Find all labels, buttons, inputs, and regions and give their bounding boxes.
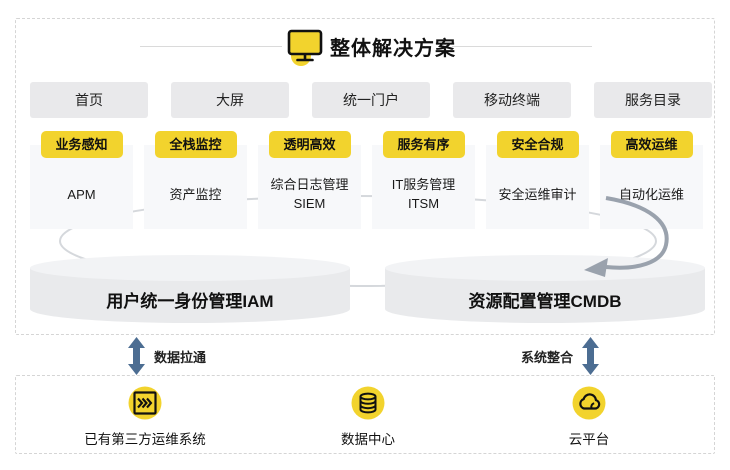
portal-tab-big-screen[interactable]: 大屏: [171, 82, 289, 118]
capability-column-apm: 业务感知 APM: [30, 131, 133, 229]
cloud-icon: [572, 386, 606, 420]
portal-tab-unified-portal[interactable]: 统一门户: [312, 82, 430, 118]
double-arrow-icon: [128, 337, 145, 375]
connector-data-link: 数据拉通: [128, 337, 206, 375]
capability-tag: 安全合规: [496, 131, 579, 158]
database-icon: [351, 386, 385, 420]
cmdb-platform-label: 资源配置管理CMDB: [468, 292, 622, 311]
capability-tag: 服务有序: [382, 131, 465, 158]
fast-forward-icon: [128, 386, 162, 420]
capability-tag: 透明高效: [268, 131, 351, 158]
monitor-icon: [287, 29, 323, 66]
page-title: 整体解决方案: [330, 38, 456, 60]
capability-label: APM: [67, 186, 96, 202]
capability-tag: 业务感知: [40, 131, 123, 158]
connector-label: 数据拉通: [154, 349, 207, 365]
double-arrow-icon: [582, 337, 600, 375]
infra-third-party-system: 已有第三方运维系统: [65, 386, 225, 448]
capability-label: 资产监控: [169, 186, 222, 202]
cylinder-top: [30, 255, 350, 281]
portal-tab-service-catalog[interactable]: 服务目录: [594, 82, 712, 118]
capability-tag: 全栈监控: [154, 131, 237, 158]
capability-label: 自动化运维: [618, 186, 684, 202]
solution-panel-border: [15, 18, 715, 335]
portal-tab-home[interactable]: 首页: [30, 82, 148, 118]
infra-data-center: 数据中心: [288, 386, 448, 448]
iam-platform-cylinder: 用户统一身份管理IAM: [30, 255, 350, 323]
connector-label: 系统整合: [521, 349, 574, 365]
cylinder-top: [385, 255, 705, 281]
capability-column-automation: 高效运维 自动化运维: [600, 131, 703, 229]
infra-label: 数据中心: [341, 432, 395, 447]
iam-platform-label: 用户统一身份管理IAM: [106, 292, 274, 311]
connector-system-integration: 系统整合: [521, 337, 600, 375]
infra-cloud-platform: 云平台: [509, 386, 669, 448]
capability-tag: 高效运维: [610, 131, 693, 158]
infrastructure-panel-border: [15, 375, 715, 454]
capability-column-asset-monitor: 全栈监控 资产监控: [144, 131, 247, 229]
cmdb-platform-cylinder: 资源配置管理CMDB: [385, 255, 705, 323]
title-divider-left: [140, 46, 282, 47]
infra-label: 已有第三方运维系统: [84, 432, 206, 447]
title-divider-right: [452, 46, 592, 47]
capability-label: 安全运维审计: [498, 186, 577, 202]
portal-tab-mobile-terminal[interactable]: 移动终端: [453, 82, 571, 118]
infra-label: 云平台: [568, 432, 610, 447]
capability-column-security-audit: 安全合规 安全运维审计: [486, 131, 589, 229]
